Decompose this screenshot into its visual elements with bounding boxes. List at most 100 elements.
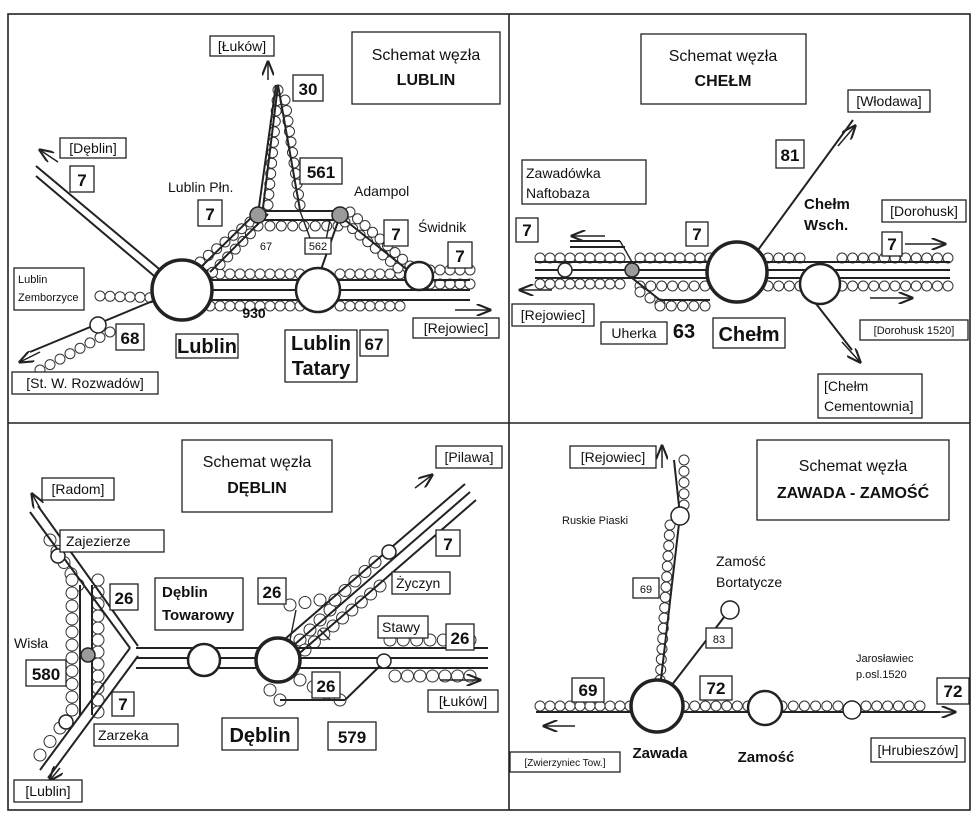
dest-dorohusk1520-label: [Dorohusk 1520] bbox=[874, 325, 955, 337]
station-towarowy-label-1: Dęblin bbox=[162, 584, 208, 601]
track-bead bbox=[394, 300, 406, 312]
line-930-label: 930 bbox=[242, 305, 266, 321]
station-wisla-node bbox=[80, 647, 96, 663]
line-7-zawadowka-label: 7 bbox=[522, 221, 531, 240]
track-bead bbox=[554, 700, 566, 712]
track-bead bbox=[900, 280, 912, 292]
chelm-nodes bbox=[557, 240, 842, 306]
track-bead bbox=[65, 677, 79, 691]
station-uherka-label: Uherka bbox=[611, 325, 656, 341]
line-7-dorohusk-label: 7 bbox=[887, 235, 896, 254]
track-bead bbox=[293, 673, 307, 687]
track-bead bbox=[604, 278, 616, 290]
panel-zawada-zamosc: Schemat węzła ZAWADA - ZAMOŚĆ [Rejowiec]… bbox=[509, 439, 970, 773]
track-bead bbox=[678, 477, 690, 488]
track-bead bbox=[783, 280, 795, 292]
line-69-west-label: 69 bbox=[579, 681, 598, 700]
track-bead bbox=[660, 581, 672, 593]
station-deblin-label: Dęblin bbox=[229, 725, 290, 747]
track-bead bbox=[348, 574, 362, 588]
station-chelm-label: Chełm bbox=[718, 324, 779, 346]
panel-chelm: Schemat węzła CHEŁM [Włodawa] [Dorohusk]… bbox=[511, 33, 969, 419]
track-bead bbox=[275, 220, 287, 232]
line-67-small-label: 67 bbox=[260, 241, 272, 253]
track-bead bbox=[882, 700, 894, 712]
track-bead bbox=[338, 584, 352, 597]
line-26-zajezierze-label: 26 bbox=[115, 589, 134, 608]
track-bead bbox=[663, 540, 675, 552]
panel-lublin: Schemat węzła LUBLIN [Łuków] [Dęblin] [R… bbox=[11, 31, 501, 395]
track-bead bbox=[661, 560, 673, 572]
track-bead bbox=[134, 291, 146, 303]
line-26-stawy-label: 26 bbox=[451, 629, 470, 648]
chelm-arrows bbox=[520, 126, 945, 362]
track-bead bbox=[847, 280, 859, 292]
panel-deblin: Schemat węzła DĘBLIN [Radom] [Pilawa] [Ł… bbox=[13, 439, 503, 803]
station-swidnik-label: Świdnik bbox=[418, 218, 467, 235]
station-zyczyn-node bbox=[381, 544, 397, 560]
track-bead bbox=[345, 603, 359, 617]
dest-deblin-label: [Dęblin] bbox=[69, 140, 116, 156]
track-bead bbox=[298, 596, 312, 609]
lublin-nodes bbox=[89, 206, 435, 334]
track-bead bbox=[94, 331, 106, 343]
track-bead bbox=[554, 278, 566, 290]
station-zarzeka-node bbox=[58, 714, 74, 730]
dest-dorohusk-label: [Dorohusk] bbox=[890, 203, 958, 219]
station-towarowy-node bbox=[186, 642, 222, 678]
track-bead bbox=[44, 359, 56, 371]
deblin-arrows bbox=[32, 475, 480, 780]
station-zamosc-node bbox=[746, 689, 784, 727]
track-bead bbox=[274, 268, 286, 280]
track-bead bbox=[721, 700, 733, 712]
station-zarzeka-label: Zarzeka bbox=[98, 727, 149, 743]
station-chelm-node bbox=[705, 240, 769, 304]
track-bead bbox=[313, 613, 327, 627]
chelm-title-line1: Schemat węzła bbox=[669, 48, 778, 65]
dest-lukow-label: [Łuków] bbox=[218, 38, 266, 54]
station-lublin-node bbox=[150, 258, 214, 322]
track-bead bbox=[229, 243, 241, 255]
line-72-zamosc-label: 72 bbox=[707, 679, 726, 698]
lublin-arrows bbox=[20, 62, 490, 362]
track-bead bbox=[214, 259, 226, 271]
track-bead bbox=[655, 653, 667, 665]
track-bead bbox=[903, 700, 915, 712]
track-bead bbox=[678, 465, 690, 477]
track-bead bbox=[352, 213, 363, 225]
station-zyczyn-label: Życzyn bbox=[396, 574, 440, 591]
line-26-south-label: 26 bbox=[317, 677, 336, 696]
track-bead bbox=[401, 669, 414, 683]
dest-rozwadow-label: [St. W. Rozwadów] bbox=[26, 375, 143, 391]
track-bead bbox=[211, 243, 223, 255]
station-zawada-node bbox=[629, 678, 685, 734]
track-bead bbox=[889, 280, 901, 292]
track-bead bbox=[594, 278, 606, 290]
line-26-north-label: 26 bbox=[263, 583, 282, 602]
track-bead bbox=[244, 268, 256, 280]
station-tatary-label-1: Lublin bbox=[291, 333, 351, 355]
track-bead bbox=[244, 228, 256, 240]
track-bead bbox=[710, 700, 722, 712]
track-bead bbox=[773, 280, 785, 292]
track-bead bbox=[347, 223, 359, 235]
zawada-title-line2: ZAWADA - ZAMOŚĆ bbox=[777, 483, 930, 502]
lublin-title-line1: Schemat węzła bbox=[372, 47, 481, 64]
track-bead bbox=[91, 621, 105, 635]
track-bead bbox=[64, 348, 76, 360]
line-579-label: 579 bbox=[338, 728, 366, 747]
track-bead bbox=[65, 664, 79, 678]
track-bead bbox=[224, 300, 236, 312]
track-bead bbox=[942, 280, 954, 292]
track-bead bbox=[91, 633, 105, 647]
track-bead bbox=[731, 700, 743, 712]
lublin-title-line2: LUBLIN bbox=[397, 72, 456, 89]
track-bead bbox=[65, 599, 79, 613]
line-63-label: 63 bbox=[673, 321, 695, 343]
station-adampol-node bbox=[331, 206, 349, 224]
deblin-title-line1: Schemat węzła bbox=[203, 454, 312, 471]
station-pln-label: Lublin Płn. bbox=[168, 179, 233, 195]
track-bead bbox=[544, 700, 556, 712]
